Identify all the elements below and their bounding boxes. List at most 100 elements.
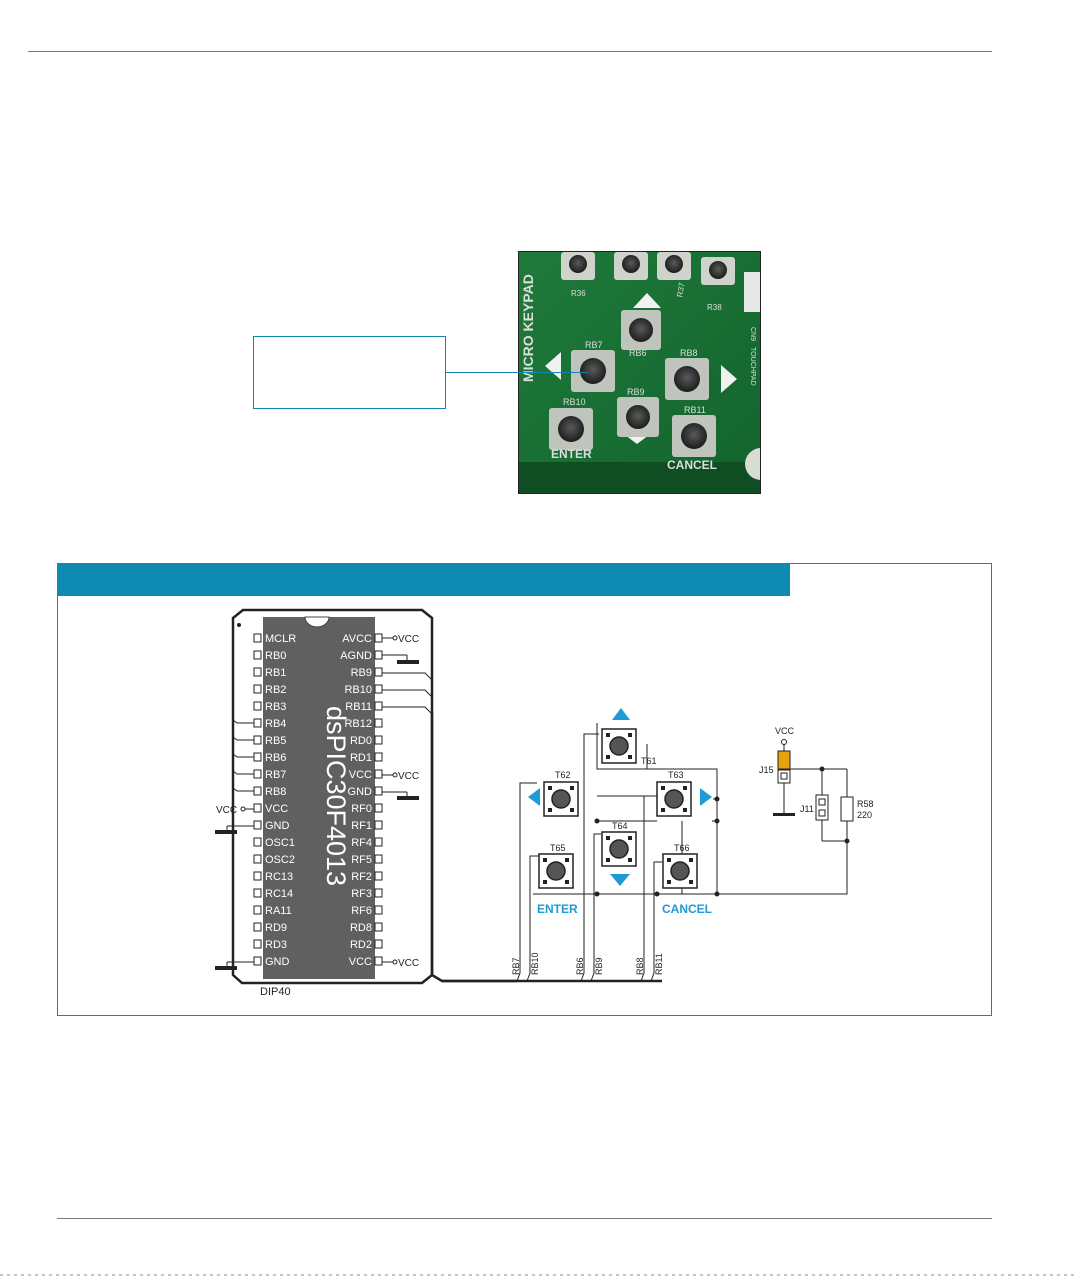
right-pin-label: RD2 [350, 939, 372, 951]
left-pin-3 [253, 667, 262, 677]
right-pin-label: RF4 [351, 837, 372, 849]
left-pin-label: RA11 [265, 905, 292, 917]
right-pin-16 [374, 888, 383, 898]
sch-up-arrow-icon [612, 708, 630, 720]
button-rb8 [665, 358, 709, 400]
left-pin-10 [253, 786, 262, 796]
right-pin-label: AVCC [342, 633, 372, 645]
right-pin-label: RB10 [344, 684, 372, 696]
button-rb9 [617, 397, 659, 437]
left-pin-label: RB7 [265, 769, 286, 781]
touchpad-label: TOUCHPAD [749, 347, 756, 386]
right-pin-label: RF6 [351, 905, 372, 917]
enter-label: ENTER [537, 902, 578, 916]
r58-label: R58 [857, 799, 874, 809]
sch-left-arrow-icon [528, 788, 540, 806]
t66-label: T66 [674, 843, 690, 853]
j15-vcc-label: VCC [775, 726, 795, 736]
left-pin-label: RD9 [265, 922, 287, 934]
rb10-label: RB10 [563, 397, 586, 407]
button-t62 [543, 781, 579, 817]
button-t65 [538, 853, 574, 889]
right-pin-6 [374, 718, 383, 728]
right-pin-8 [374, 752, 383, 762]
callout-box [253, 336, 446, 409]
vcc-label-avcc: VCC [398, 634, 419, 645]
svg-text:RB6: RB6 [575, 957, 585, 975]
right-pin-5 [374, 701, 383, 711]
left-pin-label: OSC1 [265, 837, 295, 849]
svg-text:RB9: RB9 [594, 957, 604, 975]
rb11-label: RB11 [684, 405, 706, 415]
cancel-label: CANCEL [662, 902, 712, 916]
right-pin-label: VCC [349, 956, 372, 968]
r37-label: R37 [675, 281, 687, 298]
r38-label: R38 [707, 303, 722, 312]
left-pin-label: VCC [265, 803, 288, 815]
vcc-label-left: VCC [216, 805, 237, 816]
left-pin-17 [253, 905, 262, 915]
right-pin-15 [374, 871, 383, 881]
right-pin-14 [374, 854, 383, 864]
button-rb6 [621, 310, 661, 350]
left-pin-6 [253, 718, 262, 728]
t64-label: T64 [612, 821, 628, 831]
j15-label: J15 [759, 765, 774, 775]
left-pin-label: RC13 [265, 871, 293, 883]
vcc-label-right: VCC [398, 771, 419, 782]
right-pin-label: RB9 [351, 667, 372, 679]
right-pin-label: RF0 [351, 803, 372, 815]
button-t63 [656, 781, 692, 817]
left-pin-label: RB1 [265, 667, 286, 679]
right-pin-label: RB12 [344, 718, 372, 730]
mcu-outline [231, 608, 434, 985]
svg-text:RB8: RB8 [635, 957, 645, 975]
left-pin-19 [253, 939, 262, 949]
j11-label: J11 [800, 804, 814, 814]
right-arrow-icon [721, 365, 737, 393]
mcu-body [263, 617, 375, 979]
left-pin-18 [253, 922, 262, 932]
right-pin-label: RF2 [351, 871, 372, 883]
bus-labels: RB7 RB10 RB6 RB9 RB8 RB11 [511, 952, 664, 975]
left-pin-label: GND [265, 956, 290, 968]
photo-cancel-label: CANCEL [667, 458, 717, 472]
left-pin-label: RB3 [265, 701, 286, 713]
right-pin-20 [374, 956, 383, 966]
right-pin-12 [374, 820, 383, 830]
right-pin-label: VCC [349, 769, 372, 781]
right-pin-label: RF5 [351, 854, 372, 866]
button-t61 [601, 728, 637, 764]
right-pin-3 [374, 667, 383, 677]
left-pin-14 [253, 854, 262, 864]
rb7-label: RB7 [585, 340, 603, 350]
right-pin-11 [374, 803, 383, 813]
left-pin-label: RB6 [265, 752, 286, 764]
bottom-dashed-border [0, 1274, 1078, 1276]
left-pin-label: MCLR [265, 633, 296, 645]
cn9-label: CN9 [749, 327, 756, 341]
left-pin-7 [253, 735, 262, 745]
sch-right-arrow-icon [700, 788, 712, 806]
r58-value: 220 [857, 810, 872, 820]
left-pin-15 [253, 871, 262, 881]
left-pin-2 [253, 650, 262, 660]
button-rb10 [549, 408, 593, 450]
bus-taps [516, 733, 662, 982]
button-t66 [662, 853, 698, 889]
package-label: DIP40 [260, 986, 291, 998]
left-pin-20 [253, 956, 262, 966]
left-arrow-icon [545, 352, 561, 380]
right-pin-label: RB11 [345, 701, 372, 713]
pull-circuit [781, 739, 850, 844]
left-pin-16 [253, 888, 262, 898]
mcu-name: dsPIC30F4013 [321, 706, 351, 886]
button-rb7 [571, 350, 615, 392]
left-pin-11 [253, 803, 262, 813]
t63-label: T63 [668, 770, 684, 780]
left-pin-label: RB0 [265, 650, 286, 662]
left-pin-5 [253, 701, 262, 711]
callout-leader-line [446, 372, 588, 373]
right-pin-label: AGND [340, 650, 372, 662]
mcu-pins: MCLRRB0RB1RB2RB3RB4RB5RB6RB7RB8VCCGNDOSC… [253, 633, 383, 968]
